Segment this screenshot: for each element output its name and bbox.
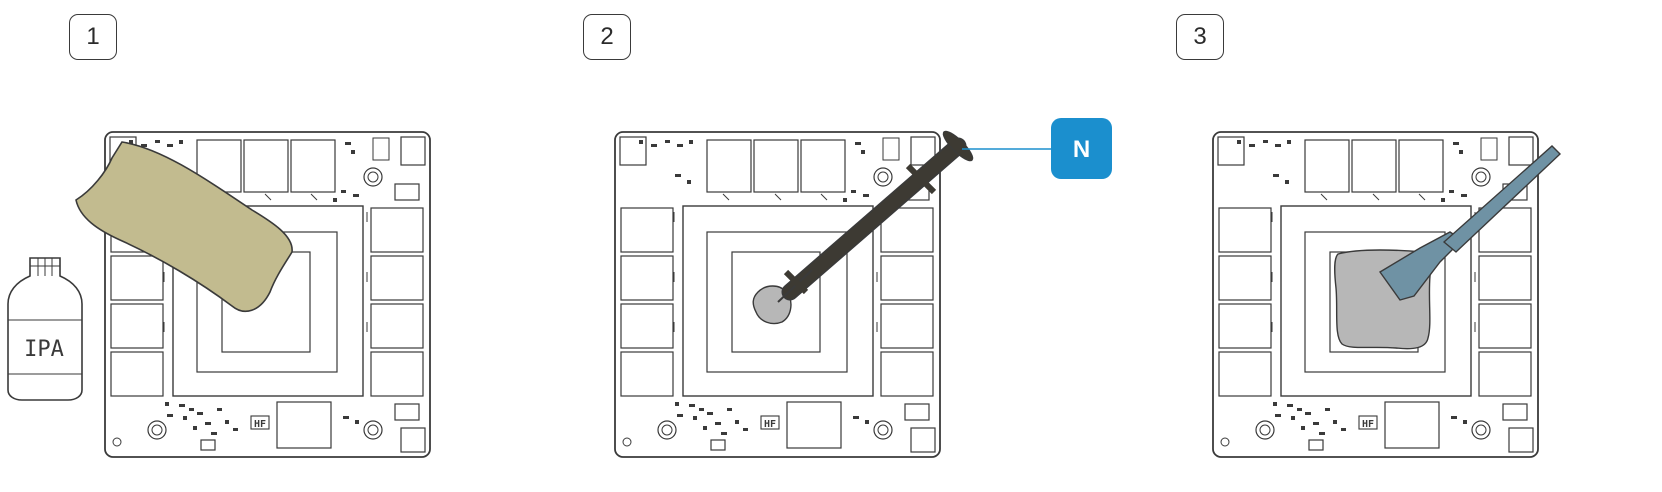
step-3-board: HF xyxy=(1212,131,1539,458)
step-1-board: HF xyxy=(104,131,431,458)
ipa-bottle: IPA xyxy=(7,257,83,401)
cleaning-cloth xyxy=(75,141,293,313)
spatula-tool xyxy=(1378,145,1562,301)
step-number-badge-1: 1 xyxy=(69,14,117,60)
step-number: 2 xyxy=(600,23,614,50)
board-marking-label: HF xyxy=(254,419,266,430)
step-number-badge-3: 3 xyxy=(1176,14,1224,60)
step-number: 3 xyxy=(1193,23,1207,50)
callout-badge xyxy=(1051,118,1112,179)
step-number-badge-2: 2 xyxy=(583,14,631,60)
ipa-bottle-label: IPA xyxy=(24,337,64,362)
board-marking-label: HF xyxy=(1362,419,1374,430)
step-2-board: HF xyxy=(614,131,941,458)
thermal-paste-blob xyxy=(752,285,792,325)
board-marking-label: HF xyxy=(764,419,776,430)
callout-label: N xyxy=(1073,136,1090,163)
thermal-paste-syringe xyxy=(777,130,974,303)
step-number: 1 xyxy=(86,23,100,50)
